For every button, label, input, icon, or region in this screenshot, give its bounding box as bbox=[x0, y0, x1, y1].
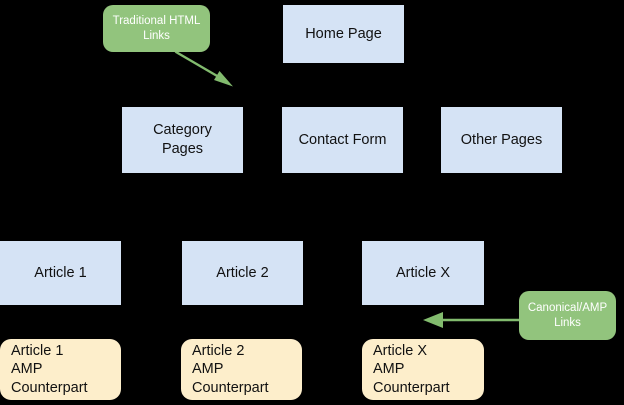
node-article-2-amp-counterpart-label: Article 2 AMP Counterpart bbox=[192, 342, 269, 396]
callout-traditional-html-links[interactable]: Traditional HTML Links bbox=[103, 5, 210, 52]
node-article-1[interactable]: Article 1 bbox=[0, 241, 121, 305]
node-home-page[interactable]: Home Page bbox=[283, 5, 404, 63]
node-article-2-label: Article 2 bbox=[216, 264, 269, 281]
node-category-pages-label: Category Pages bbox=[153, 122, 212, 157]
node-other-pages[interactable]: Other Pages bbox=[441, 107, 562, 173]
arrow-canonical-amp-links bbox=[423, 312, 522, 328]
node-article-1-amp-counterpart-label: Article 1 AMP Counterpart bbox=[11, 342, 88, 396]
node-article-1-amp-counterpart[interactable]: Article 1 AMP Counterpart bbox=[0, 339, 121, 400]
callout-traditional-html-links-label: Traditional HTML Links bbox=[112, 14, 201, 42]
node-article-x-label: Article X bbox=[396, 264, 450, 281]
node-other-pages-label: Other Pages bbox=[460, 131, 543, 148]
node-home-page-label: Home Page bbox=[305, 25, 382, 42]
node-article-2-amp-counterpart[interactable]: Article 2 AMP Counterpart bbox=[181, 339, 302, 400]
node-article-x-amp-counterpart[interactable]: Article X AMP Counterpart bbox=[362, 339, 484, 400]
arrow-traditional-html-links bbox=[174, 50, 233, 87]
node-category-pages[interactable]: Category Pages bbox=[122, 107, 243, 173]
node-article-x[interactable]: Article X bbox=[362, 241, 484, 305]
callout-canonical-amp-links[interactable]: Canonical/AMP Links bbox=[519, 291, 616, 340]
callout-canonical-amp-links-label: Canonical/AMP Links bbox=[527, 301, 608, 329]
node-article-2[interactable]: Article 2 bbox=[182, 241, 303, 305]
node-contact-form-label: Contact Form bbox=[298, 131, 387, 148]
node-article-1-label: Article 1 bbox=[34, 264, 87, 281]
node-article-x-amp-counterpart-label: Article X AMP Counterpart bbox=[373, 342, 450, 396]
node-contact-form[interactable]: Contact Form bbox=[282, 107, 403, 173]
